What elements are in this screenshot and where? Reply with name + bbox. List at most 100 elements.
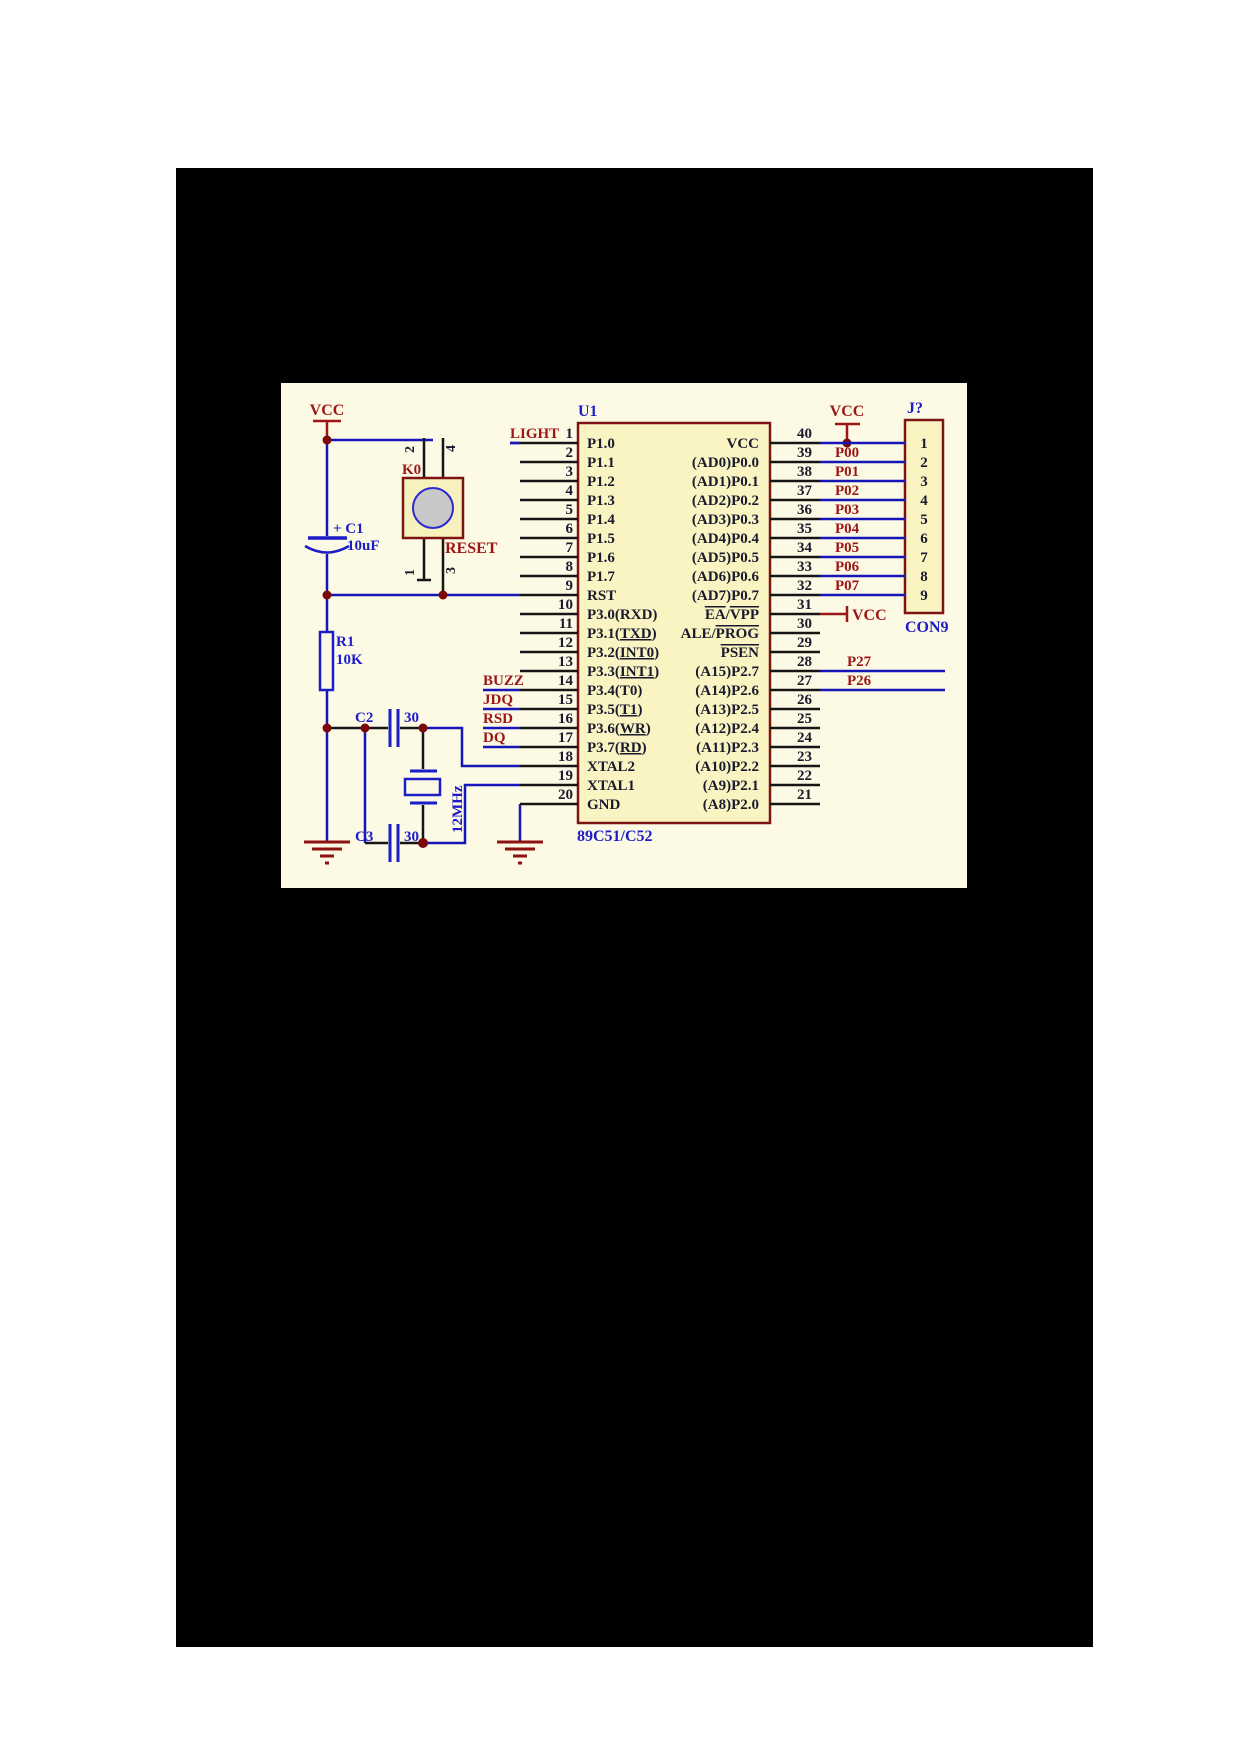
connector-pin-number: 5 (920, 512, 928, 528)
pin-number: 21 (797, 787, 812, 803)
button-pin-1: 1 (403, 569, 418, 576)
pin-number: 16 (558, 711, 574, 727)
pin-number: 4 (566, 483, 574, 499)
pin-name: EA/VPP (705, 607, 759, 623)
net-label: P06 (835, 559, 860, 575)
pin-number: 12 (558, 635, 573, 651)
pin-number: 37 (797, 483, 813, 499)
pin-name: (A12)P2.4 (695, 721, 759, 737)
pin-name: P1.7 (587, 569, 615, 585)
page-black-area: VCC K0 2 4 1 3 RESET + C1 10uF (176, 168, 1093, 1647)
net-label: P00 (835, 445, 859, 461)
pin-name: P3.6(WR) (587, 721, 651, 737)
crystal-body (403, 777, 442, 797)
pin-number: 9 (566, 578, 574, 594)
pin-name: (AD4)P0.4 (692, 531, 760, 547)
pin-name: GND (587, 797, 621, 813)
pin-name: P3.1(TXD) (587, 626, 657, 642)
vcc-symbol-right: VCC (830, 403, 865, 441)
pin-number: 5 (566, 502, 574, 518)
pin-number: 25 (797, 711, 812, 727)
pin-name: XTAL1 (587, 778, 635, 794)
reset-label: RESET (445, 540, 498, 557)
pin-name: (A15)P2.7 (695, 664, 759, 680)
c3-plates (388, 824, 400, 862)
pin-number: 18 (558, 749, 573, 765)
junction-dot (360, 723, 370, 733)
button-pin-3: 3 (444, 567, 459, 574)
net-label: P05 (835, 540, 859, 556)
pin-number: 30 (797, 616, 812, 632)
pin-name: (AD1)P0.1 (692, 474, 759, 490)
r1-body (318, 630, 335, 692)
connector-pin-number: 8 (920, 569, 928, 585)
pin-name: (AD0)P0.0 (692, 455, 759, 471)
net-label: LIGHT (510, 426, 559, 442)
pin-name: (A9)P2.1 (703, 778, 759, 794)
c1-ref: + C1 (333, 521, 364, 537)
c2-ref: C2 (355, 710, 373, 726)
r1-ref: R1 (336, 634, 354, 650)
connector-pin-number: 3 (920, 474, 928, 490)
net-label: P27 (847, 654, 872, 670)
pin-name: P1.4 (587, 512, 615, 528)
button-pin-2: 2 (403, 446, 418, 453)
junction-dot (438, 590, 448, 600)
pin-name: P1.5 (587, 531, 615, 547)
net-label: P02 (835, 483, 859, 499)
c2-plates (388, 709, 400, 747)
vcc-label: VCC (830, 403, 865, 420)
vcc-label: VCC (852, 607, 887, 624)
junction-dot (418, 838, 428, 848)
pin-number: 24 (797, 730, 813, 746)
pin-name: P1.1 (587, 455, 615, 471)
pin-number: 19 (558, 768, 573, 784)
net-label: P01 (835, 464, 859, 480)
net-label: DQ (483, 730, 506, 746)
connector-pin-number: 4 (920, 493, 928, 509)
pin-number: 39 (797, 445, 812, 461)
pin-name: (A8)P2.0 (703, 797, 759, 813)
connector-pin-number: 6 (920, 531, 928, 547)
pin-name: (AD2)P0.2 (692, 493, 759, 509)
pin-number: 31 (797, 597, 812, 613)
net-label: RSD (483, 711, 513, 727)
c2-value: 30 (404, 710, 419, 726)
pin-number: 1 (566, 426, 574, 442)
pin-number: 36 (797, 502, 813, 518)
pin-name: (AD3)P0.3 (692, 512, 759, 528)
pin-number: 38 (797, 464, 812, 480)
connector-pin-number: 1 (920, 436, 928, 452)
net-label: P07 (835, 578, 860, 594)
pin-number: 10 (558, 597, 573, 613)
pin-number: 14 (558, 673, 574, 689)
vcc-symbol-left: VCC (310, 402, 344, 438)
pin-name: (A11)P2.3 (696, 740, 759, 756)
pin-number: 13 (558, 654, 573, 670)
pin-number: 15 (558, 692, 573, 708)
pin-name: ALE/PROG (681, 626, 760, 642)
button-pin-4: 4 (444, 445, 459, 452)
junction-dot (322, 590, 332, 600)
net-label: P03 (835, 502, 859, 518)
pin-name: P3.7(RD) (587, 740, 647, 756)
junction-dot (322, 723, 332, 733)
pin-number: 32 (797, 578, 812, 594)
vcc-bar (835, 422, 860, 441)
ground-symbol-left (304, 840, 350, 865)
ground-symbol-right (497, 840, 543, 865)
pin-number: 22 (797, 768, 812, 784)
pin-name: P1.6 (587, 550, 615, 566)
r1-value: 10K (336, 652, 363, 668)
pin-name: (AD6)P0.6 (692, 569, 760, 585)
pin-name: VCC (727, 436, 760, 452)
pin-name: PSEN (721, 645, 760, 661)
pin-number: 40 (797, 426, 812, 442)
pin-name: (A10)P2.2 (695, 759, 759, 775)
vcc-symbol-pin31: VCC (820, 606, 887, 624)
vcc-bar (820, 606, 849, 622)
connector-body (903, 418, 945, 615)
pin-number: 27 (797, 673, 813, 689)
connector-pin-number: 9 (920, 588, 928, 604)
schematic-panel: VCC K0 2 4 1 3 RESET + C1 10uF (281, 383, 967, 888)
